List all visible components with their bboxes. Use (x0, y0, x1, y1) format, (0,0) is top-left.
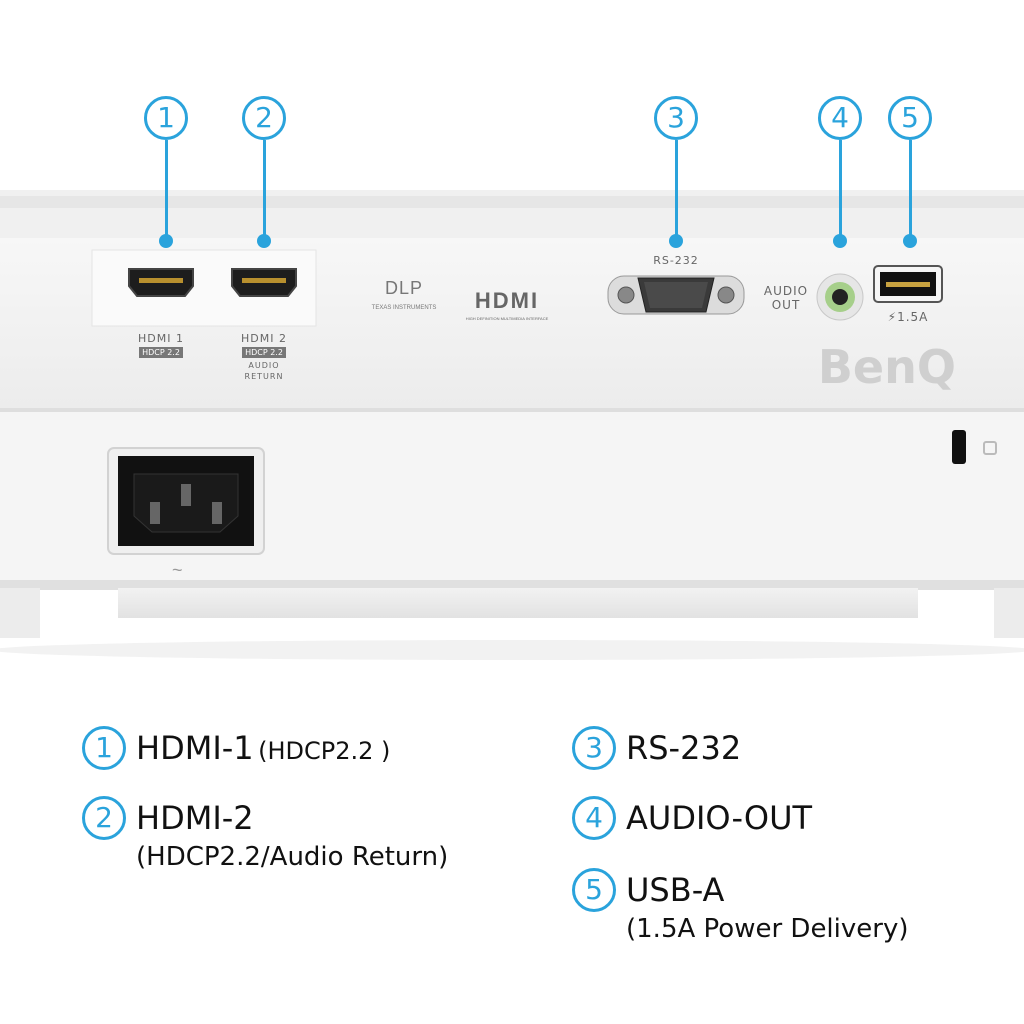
legend-item-hdmi-1: 1 HDMI-1 (HDCP2.2 ) (82, 726, 390, 773)
hdmi-2-hdcp-badge: HDCP 2.2 (242, 347, 286, 358)
legend-number: 1 (82, 726, 126, 770)
legend-number: 5 (572, 868, 616, 912)
legend-title: USB-A (626, 871, 725, 909)
audio-out-label: AUDIO OUT (763, 284, 809, 312)
callout-2-dot (257, 234, 271, 248)
callout-1-leader (165, 140, 168, 240)
hdmi-logo: HDMI HIGH DEFINITION MULTIMEDIA INTERFAC… (465, 288, 549, 321)
callout-4-leader (839, 140, 842, 240)
hdmi-2-port (231, 268, 297, 297)
usb-power-label: ⚡1.5A (887, 310, 929, 324)
callout-3: 3 (654, 96, 698, 140)
callout-5: 5 (888, 96, 932, 140)
callout-4-dot (833, 234, 847, 248)
legend-number: 4 (572, 796, 616, 840)
legend-title-paren: (HDCP2.2 ) (258, 737, 391, 765)
callout-1: 1 (144, 96, 188, 140)
hdmi-1-hdcp-badge: HDCP 2.2 (139, 347, 183, 358)
legend-number: 3 (572, 726, 616, 770)
callout-3-dot (669, 234, 683, 248)
hdmi-2-label: HDMI 2 HDCP 2.2 AUDIO RETURN (241, 332, 287, 381)
legend-item-hdmi-2: 2 HDMI-2 (HDCP2.2/Audio Return) (82, 796, 448, 874)
legend-number: 2 (82, 796, 126, 840)
legend-subtitle: (1.5A Power Delivery) (626, 914, 909, 944)
hdmi-2-audio-return-label: AUDIO RETURN (244, 361, 284, 381)
legend-item-audio-out: 4 AUDIO-OUT (572, 796, 812, 840)
hdmi-1-label: HDMI 1 HDCP 2.2 (138, 332, 184, 358)
legend-title: HDMI-1 (136, 729, 254, 767)
hdmi-1-port (128, 268, 194, 297)
callout-4: 4 (818, 96, 862, 140)
callout-1-dot (159, 234, 173, 248)
rs232-port (607, 275, 745, 315)
benq-logo: BenQ (817, 340, 956, 394)
callout-2: 2 (242, 96, 286, 140)
legend-title: AUDIO-OUT (626, 799, 813, 837)
legend-title: HDMI-2 (136, 799, 254, 837)
callout-5-dot (903, 234, 917, 248)
audio-out-jack (816, 273, 864, 321)
legend-title: RS-232 (626, 729, 742, 767)
callout-3-leader (675, 140, 678, 240)
rs232-label: RS-232 (653, 254, 699, 267)
legend-item-rs232: 3 RS-232 (572, 726, 741, 770)
usb-a-port (873, 265, 943, 303)
legend-item-usb-a: 5 USB-A (1.5A Power Delivery) (572, 868, 908, 946)
legend-subtitle: (HDCP2.2/Audio Return) (136, 842, 449, 872)
callout-5-leader (909, 140, 912, 240)
ac-symbol-icon: ~ (172, 560, 183, 580)
dlp-logo: DLP TEXAS INSTRUMENTS (371, 278, 437, 311)
ac-power-inlet (107, 447, 265, 555)
lock-slot-icon (952, 430, 997, 464)
callout-2-leader (263, 140, 266, 240)
